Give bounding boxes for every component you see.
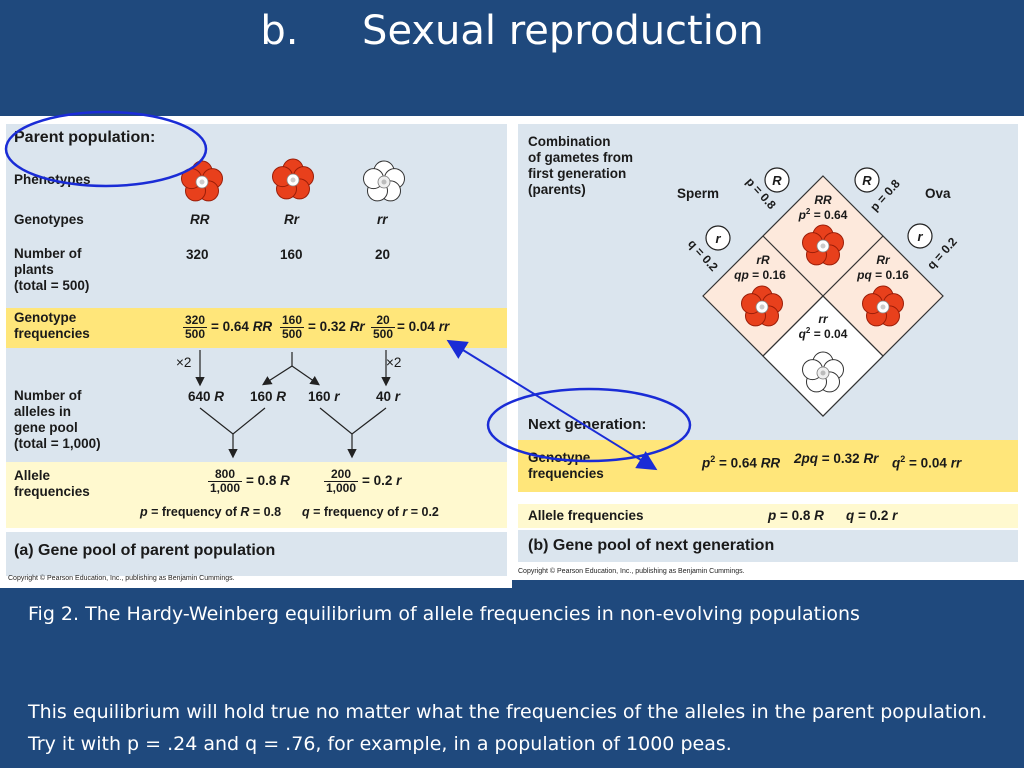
caption-heading: Fig 2. The Hardy-Weinberg equilibrium of…: [28, 603, 860, 625]
genotype-frequencies-label: Genotype frequencies: [14, 310, 90, 341]
band-allele-frequencies: [6, 462, 507, 528]
panel-a-copyright: Copyright © Pearson Education, Inc., pub…: [8, 575, 235, 582]
b-p-value: p = 0.8 R: [768, 508, 824, 523]
annotation-ellipse-parent: [4, 110, 208, 188]
ova-label: Ova: [925, 186, 951, 201]
caption-body: This equilibrium will hold true no matte…: [28, 701, 988, 755]
band-blue-mid: [6, 348, 507, 462]
combination-heading: Combination of gametes from first genera…: [528, 134, 634, 197]
allele-r-result: = 0.2 r: [362, 473, 402, 488]
next-freq-RR: p2 = 0.64 RR: [702, 454, 781, 471]
b-q-value: q = 0.2 r: [846, 508, 898, 523]
sperm-allele-R: R: [772, 173, 782, 188]
genotype-Rr: Rr: [284, 212, 300, 227]
cell-rR-genotype: rR: [756, 253, 770, 267]
cell-rr-genotype: rr: [818, 312, 829, 326]
times-two-left: ×2: [176, 355, 192, 370]
next-freq-Rr: 2pq = 0.32 Rr: [794, 451, 879, 466]
allele-R-result: = 0.8 R: [246, 473, 290, 488]
p-definition: p = frequency of R = 0.8: [140, 505, 282, 519]
band-footer: [6, 532, 507, 576]
cell-rr-eq: q2 = 0.04: [799, 326, 848, 341]
q-definition: q = frequency of r = 0.2: [302, 505, 439, 519]
divider: [0, 116, 1024, 120]
red-flower-icon: [181, 160, 223, 202]
times-two-right: ×2: [386, 355, 402, 370]
cell-RR-genotype: RR: [814, 193, 832, 207]
number-of-alleles-label: Number of alleles in gene pool (total = …: [14, 388, 101, 451]
cell-Rr-genotype: Rr: [876, 253, 891, 267]
allele-frequencies-label: Allele frequencies: [14, 468, 90, 499]
cell-Rr-eq: pq = 0.16: [856, 268, 909, 282]
sperm-label: Sperm: [677, 186, 720, 201]
allele-count-4: 40 r: [376, 389, 401, 404]
allele-count-1: 640 R: [188, 389, 225, 404]
double-arrow: [446, 339, 658, 471]
genotypes-label: Genotypes: [14, 212, 84, 227]
allele-count-3: 160 r: [308, 389, 340, 404]
band-b-allele-frequencies: [518, 504, 1018, 528]
number-of-plants-label: Number of plants (total = 500): [14, 246, 90, 293]
sperm-allele-R-circle: [764, 167, 790, 193]
freq-RR-result: = 0.64 RR: [211, 319, 273, 334]
panel-b-footer: (b) Gene pool of next generation: [528, 537, 775, 554]
parent-population-heading: Parent population:: [14, 129, 156, 146]
ova-allele-r: r: [917, 229, 923, 244]
panel-a-footer: (a) Gene pool of parent population: [14, 542, 276, 559]
b-allele-frequencies-label: Allele frequencies: [528, 508, 644, 523]
next-freq-rr: q2 = 0.04 rr: [892, 454, 962, 471]
annotation-ellipse-next-gen: [486, 387, 692, 463]
cell-RR-eq: p2 = 0.64: [798, 207, 848, 222]
band-b-footer: [518, 530, 1018, 562]
white-flower-icon: [363, 160, 405, 202]
ova-allele-R: R: [862, 173, 872, 188]
plant-count-Rr: 160: [280, 247, 303, 262]
ova-allele-r-circle: [907, 223, 933, 249]
genotype-rr: rr: [377, 212, 388, 227]
band-blue-top: [6, 124, 507, 308]
panel-parent-population: Parent population: Phenotypes Genotypes …: [0, 120, 512, 588]
genotype-RR: RR: [190, 212, 210, 227]
freq-rr-result: = 0.04 rr: [397, 319, 450, 334]
panel-b-copyright: Copyright © Pearson Education, Inc., pub…: [518, 568, 745, 575]
sperm-allele-r: r: [715, 231, 721, 246]
sperm-allele-r-circle: [705, 225, 731, 251]
allele-count-2: 160 R: [250, 389, 287, 404]
allele-count-arrows: [195, 350, 391, 459]
freq-Rr-result: = 0.32 Rr: [308, 319, 365, 334]
plant-count-RR: 320: [186, 247, 209, 262]
plant-count-rr: 20: [375, 247, 391, 262]
band-genotype-frequencies: [6, 308, 507, 348]
ova-allele-R-circle: [854, 167, 880, 193]
slide-title: b. Sexual reproduction: [260, 8, 764, 54]
red-flower-icon: [272, 158, 314, 200]
cell-rR-eq: qp = 0.16: [734, 268, 786, 282]
